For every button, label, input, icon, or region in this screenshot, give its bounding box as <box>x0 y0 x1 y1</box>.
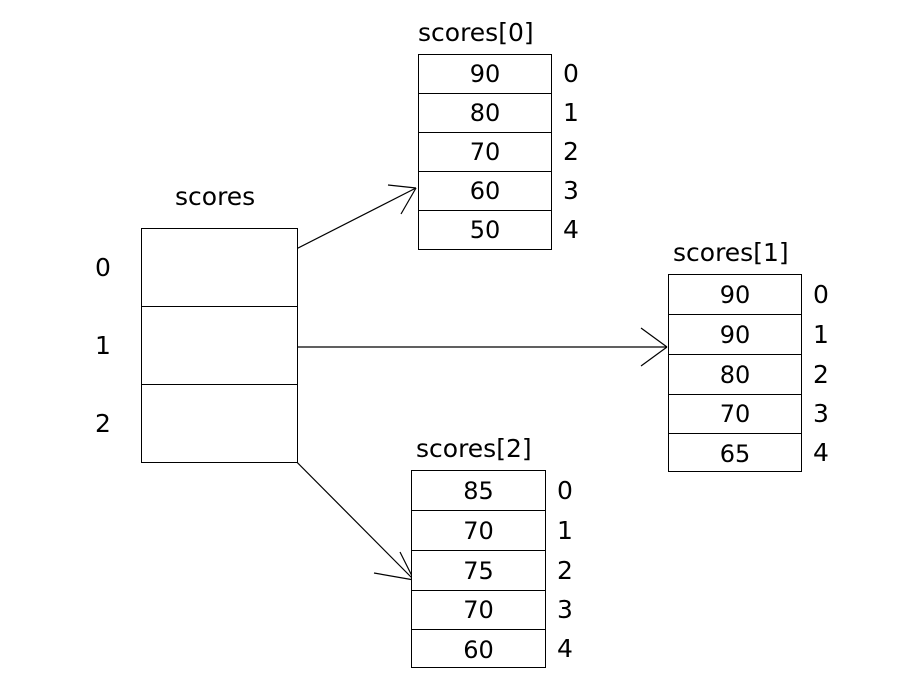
scores2-index-2: 2 <box>557 555 573 585</box>
arrow-pointer-1-to-scores1 <box>251 327 668 367</box>
scores2-cell-1[interactable]: 70 <box>412 511 545 551</box>
scores1-box: 90 90 80 70 65 <box>668 274 802 472</box>
pointer-array-box <box>141 228 298 463</box>
scores0-title: scores[0] <box>418 18 534 47</box>
scores1-index-2: 2 <box>813 359 829 389</box>
pointer-cell-2[interactable] <box>142 385 297 462</box>
scores1-cell-1[interactable]: 90 <box>669 315 801 355</box>
scores1-index-0: 0 <box>813 279 829 309</box>
scores2-cell-2[interactable]: 75 <box>412 551 545 591</box>
scores1-cell-3[interactable]: 70 <box>669 395 801 434</box>
scores1-index-1: 1 <box>813 319 829 349</box>
scores0-index-3: 3 <box>563 176 579 205</box>
scores2-cell-0[interactable]: 85 <box>412 471 545 511</box>
scores1-cell-4[interactable]: 65 <box>719 439 751 468</box>
scores0-index-4: 4 <box>563 214 579 244</box>
scores0-cell-0[interactable]: 90 <box>419 55 551 94</box>
scores1-cell-2[interactable]: 80 <box>669 355 801 395</box>
scores0-cell-3[interactable]: 60 <box>419 172 551 211</box>
pointer-index-0: 0 <box>95 252 111 282</box>
scores2-index-4: 4 <box>557 634 573 663</box>
scores1-title: scores[1] <box>673 238 789 267</box>
pointer-index-2: 2 <box>95 408 111 438</box>
scores2-box: 85 70 75 70 60 <box>411 470 546 668</box>
scores1-index-4: 4 <box>813 438 829 467</box>
pointer-array-index-column: 0 1 2 <box>95 228 135 462</box>
scores1-index-3: 3 <box>813 399 829 428</box>
pointer-cell-0[interactable] <box>142 229 297 307</box>
scores2-index-1: 1 <box>557 515 573 545</box>
scores0-cell-4[interactable]: 50 <box>469 216 501 244</box>
scores2-index-0: 0 <box>557 475 573 505</box>
scores0-cell-1[interactable]: 80 <box>419 94 551 133</box>
scores0-box: 90 80 70 60 50 <box>418 54 552 250</box>
pointer-array-title: scores <box>175 182 256 211</box>
scores0-index-0: 0 <box>563 59 579 88</box>
scores2-cell-3[interactable]: 70 <box>412 591 545 630</box>
scores2-cell-4[interactable]: 60 <box>463 635 494 664</box>
scores2-index-3: 3 <box>557 595 573 624</box>
scores1-cell-0[interactable]: 90 <box>669 275 801 315</box>
scores0-index-column: 0 1 2 3 4 <box>563 54 593 250</box>
pointer-index-1: 1 <box>95 330 111 360</box>
scores2-title: scores[2] <box>416 434 532 463</box>
scores2-index-column: 0 1 2 3 4 <box>557 470 587 668</box>
pointer-cell-1[interactable] <box>142 307 297 385</box>
scores0-index-1: 1 <box>563 98 579 127</box>
scores0-index-2: 2 <box>563 137 579 166</box>
scores0-cell-2[interactable]: 70 <box>419 133 551 172</box>
scores1-index-column: 0 1 2 3 4 <box>813 274 843 472</box>
